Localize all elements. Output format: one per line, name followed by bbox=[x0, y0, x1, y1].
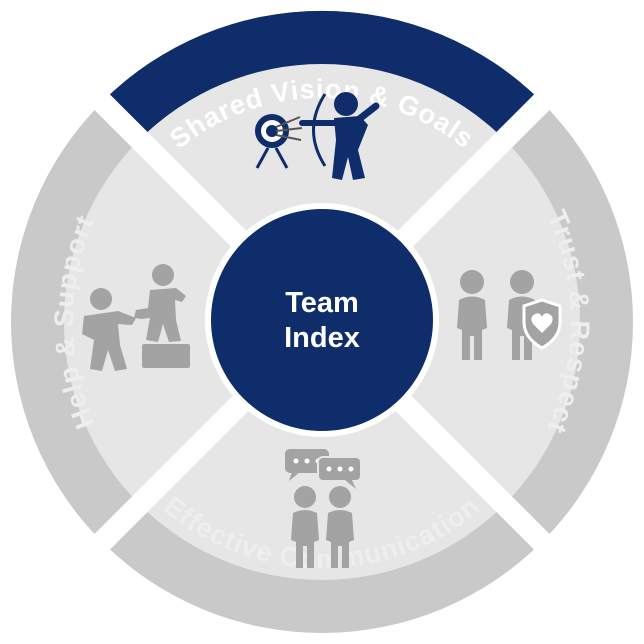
target-archer-icon bbox=[255, 92, 380, 180]
center-hub bbox=[205, 203, 439, 437]
people-chat-bubbles-icon bbox=[285, 449, 362, 568]
helping-hand-icon bbox=[82, 264, 190, 371]
hub-title-line2: Index bbox=[284, 322, 360, 354]
hub-title-line1: Team bbox=[285, 287, 359, 319]
people-shield-heart-icon bbox=[457, 270, 562, 360]
